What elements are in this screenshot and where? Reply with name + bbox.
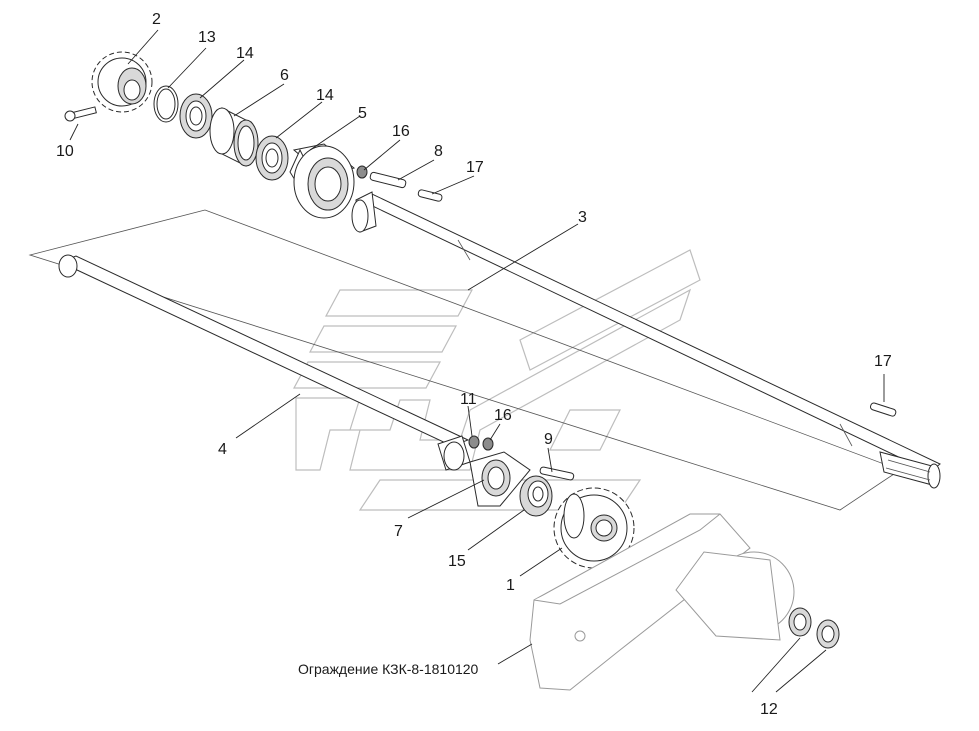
callout-12: 12 (760, 701, 778, 718)
pin-part-9 (539, 466, 575, 481)
key-part-17-right (869, 402, 897, 417)
sprocket-part-2 (91, 51, 153, 113)
callout-10: 10 (56, 143, 74, 160)
sprocket-part-1 (553, 487, 635, 569)
assembly-plane (28, 209, 901, 511)
bearing-part-14-left (179, 93, 213, 139)
nut-part-16-bottom (482, 437, 494, 451)
shaft-part-3 (351, 191, 941, 489)
callout-14-left: 14 (236, 45, 254, 62)
washer-part-12-a (788, 607, 812, 637)
nut-part-11 (468, 435, 480, 449)
callout-6: 6 (280, 67, 289, 84)
callout-11: 11 (460, 391, 477, 408)
callout-1: 1 (506, 577, 515, 594)
callout-2: 2 (152, 11, 161, 28)
tube-part-4 (58, 254, 471, 471)
callout-3: 3 (578, 209, 587, 226)
callout-16-top: 16 (392, 123, 410, 140)
callout-13: 13 (198, 29, 216, 46)
nut-part-16-top (356, 165, 368, 179)
callout-17-top: 17 (466, 159, 484, 176)
callout-9: 9 (544, 431, 553, 448)
sleeve-part-6 (209, 107, 259, 167)
callout-17-right: 17 (874, 353, 892, 370)
callout-14-right: 14 (316, 87, 334, 104)
callout-5: 5 (358, 105, 367, 122)
callout-labels: 2 13 14 6 14 5 16 8 17 10 3 4 17 11 16 9… (56, 11, 892, 718)
bearing-part-14-right (255, 135, 289, 181)
callout-8: 8 (434, 143, 443, 160)
guard-housing (529, 513, 795, 691)
key-part-17-top (417, 189, 443, 202)
callout-16-bottom: 16 (494, 407, 512, 424)
retaining-ring-part-13 (153, 85, 179, 123)
callout-15: 15 (448, 553, 466, 570)
flange-part-7 (469, 451, 531, 507)
pin-part-8 (369, 171, 407, 189)
callout-7: 7 (394, 523, 403, 540)
callout-4: 4 (218, 441, 227, 458)
housing-part-5 (289, 143, 356, 219)
bearing-part-15 (519, 475, 553, 517)
washer-part-12-b (816, 619, 840, 649)
guard-caption: Ограждение КЗК-8-1810120 (298, 661, 479, 677)
leader-lines (69, 29, 885, 693)
bolt-part-10 (64, 106, 97, 122)
